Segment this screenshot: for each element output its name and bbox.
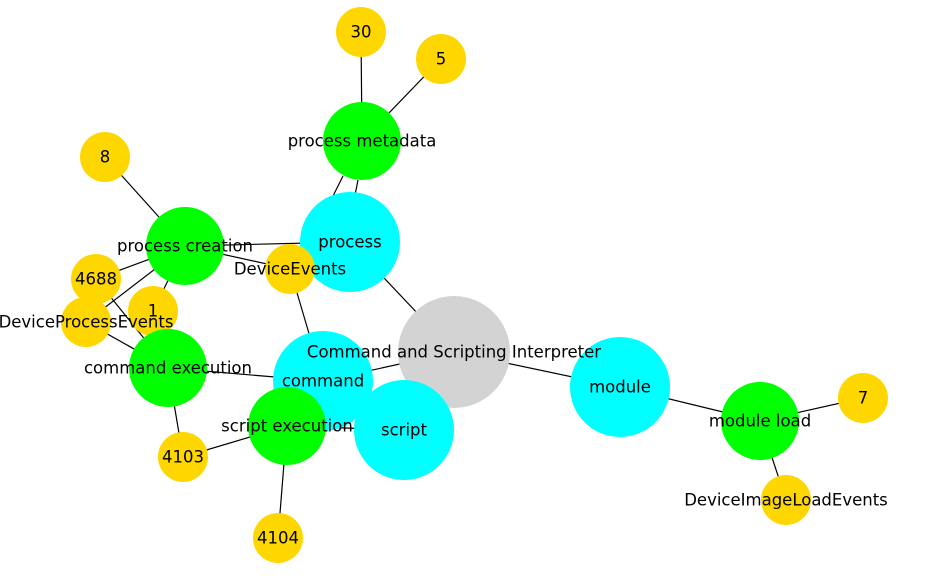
label-n5: 5 xyxy=(436,50,447,69)
node-n4104 xyxy=(253,513,303,563)
nodes-layer xyxy=(61,7,888,563)
labels-layer: Command and Scripting Interpreter process… xyxy=(0,23,888,548)
node-script-execution xyxy=(248,387,326,465)
label-device-image-load-events: DeviceImageLoadEvents xyxy=(684,491,888,510)
node-device-process-events xyxy=(61,297,111,347)
node-root xyxy=(398,296,510,408)
node-n5 xyxy=(416,34,466,84)
node-script xyxy=(354,380,454,480)
label-module: module xyxy=(589,378,651,397)
node-module xyxy=(570,337,670,437)
node-process xyxy=(300,192,400,292)
label-module-load: module load xyxy=(709,412,811,431)
label-command: command xyxy=(282,372,364,391)
node-device-image-load-events xyxy=(761,475,811,525)
label-n7: 7 xyxy=(858,389,869,408)
node-n7 xyxy=(838,373,888,423)
node-module-load xyxy=(721,382,799,460)
label-script-execution: script execution xyxy=(221,417,353,436)
node-command-execution xyxy=(129,329,207,407)
label-process: process xyxy=(318,233,381,252)
label-n4103: 4103 xyxy=(162,448,204,467)
label-process-metadata: process metadata xyxy=(288,132,437,151)
label-device-events: DeviceEvents xyxy=(234,260,346,279)
label-n8: 8 xyxy=(100,148,111,167)
node-n4103 xyxy=(158,432,208,482)
node-process-creation xyxy=(146,207,224,285)
label-device-process-events: DeviceProcessEvents xyxy=(0,313,173,332)
label-root: Command and Scripting Interpreter xyxy=(307,343,601,362)
node-n1 xyxy=(128,286,178,336)
label-n4688: 4688 xyxy=(75,270,117,289)
label-command-execution: command execution xyxy=(84,359,252,378)
node-n8 xyxy=(80,132,130,182)
edge-process_metadata-process-1 xyxy=(331,175,344,199)
node-n30 xyxy=(336,7,386,57)
node-process-metadata xyxy=(323,102,401,180)
label-n4104: 4104 xyxy=(257,529,299,548)
label-script: script xyxy=(381,421,428,440)
node-device-events xyxy=(265,244,315,294)
label-n30: 30 xyxy=(351,23,372,42)
label-process-creation: process creation xyxy=(117,237,253,256)
label-n1: 1 xyxy=(148,302,159,321)
node-n4688 xyxy=(71,254,121,304)
